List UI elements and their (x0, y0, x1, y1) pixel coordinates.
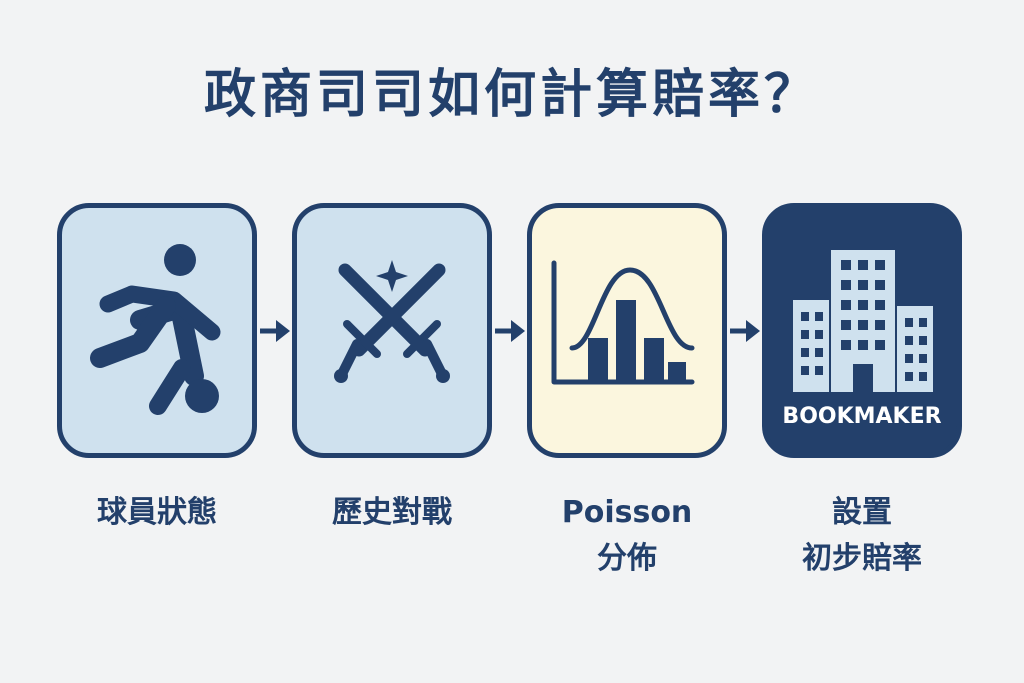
poisson-distribution-chart-icon (551, 260, 695, 385)
arrow-right-icon (495, 320, 525, 342)
step-label-set-odds: 設置 初步賠率 (742, 490, 982, 582)
step-label-poisson: Poisson 分佈 (507, 490, 747, 582)
step-label-player-status: 球員狀態 (37, 490, 277, 536)
step-label-line: 分佈 (597, 541, 657, 576)
step-label-head-to-head: 歷史對戰 (272, 490, 512, 536)
step-label-line: Poisson (561, 495, 693, 530)
step-label-line: 球員狀態 (97, 495, 217, 530)
step-card-head-to-head (292, 203, 492, 458)
step-label-line: 設置 (832, 495, 892, 530)
bookmaker-badge: BOOKMAKER (782, 404, 942, 429)
step-card-bookmaker: BOOKMAKER (762, 203, 962, 458)
step-card-player-status (57, 203, 257, 458)
step-label-line: 初步賠率 (802, 541, 922, 576)
arrow-right-icon (730, 320, 760, 342)
step-card-poisson (527, 203, 727, 458)
bookmaker-building-icon (793, 250, 933, 392)
page-title: 政商司司如何計算賠率？ (203, 65, 820, 125)
step-label-line: 歷史對戰 (332, 495, 452, 530)
crossed-swords-icon (334, 260, 450, 383)
soccer-player-icon (90, 244, 221, 415)
arrow-right-icon (260, 320, 290, 342)
